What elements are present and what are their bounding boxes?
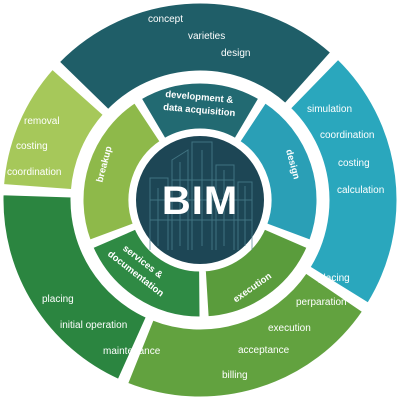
inner-segment-development — [138, 80, 262, 142]
outer-label-calculation: calculation — [337, 185, 384, 196]
outer-label-perparation: perparation — [296, 297, 347, 308]
outer-label-varieties: varieties — [188, 31, 225, 42]
outer-label-removal: removal — [24, 116, 60, 127]
outer-label-acceptance: acceptance — [238, 345, 290, 356]
outer-segment-breakup — [0, 65, 107, 193]
outer-segment-design — [287, 55, 400, 307]
inner-ring — [80, 80, 320, 320]
outer-label-design: design — [221, 48, 250, 59]
outer-label-placing: placing — [318, 273, 350, 284]
outer-label-simulation: simulation — [307, 104, 352, 115]
inner-segment-design — [236, 99, 320, 244]
outer-label-placing-2: placing — [42, 294, 74, 305]
outer-label-execution: execution — [268, 323, 311, 334]
outer-ring-labels: concept varieties design simulation coor… — [7, 14, 384, 381]
bim-core: BIM — [132, 132, 268, 268]
outer-label-billing: billing — [222, 370, 248, 381]
outer-segment-execution — [124, 269, 366, 400]
outer-label-coordination-2: coordination — [7, 167, 61, 178]
inner-segment-breakup — [80, 99, 164, 244]
outer-label-coordination: coordination — [320, 130, 374, 141]
outer-label-concept: concept — [148, 14, 183, 25]
outer-segment-services — [0, 192, 150, 383]
inner-segment-services — [89, 225, 203, 320]
outer-label-costing: costing — [338, 158, 370, 169]
outer-segment-development — [55, 0, 335, 113]
outer-label-initial-operation: initial operation — [60, 320, 127, 331]
outer-label-maintenance: maintenance — [103, 346, 161, 357]
outer-label-costing-2: costing — [16, 141, 48, 152]
center-title: BIM — [162, 179, 238, 223]
building-sketch-icon — [149, 141, 253, 250]
